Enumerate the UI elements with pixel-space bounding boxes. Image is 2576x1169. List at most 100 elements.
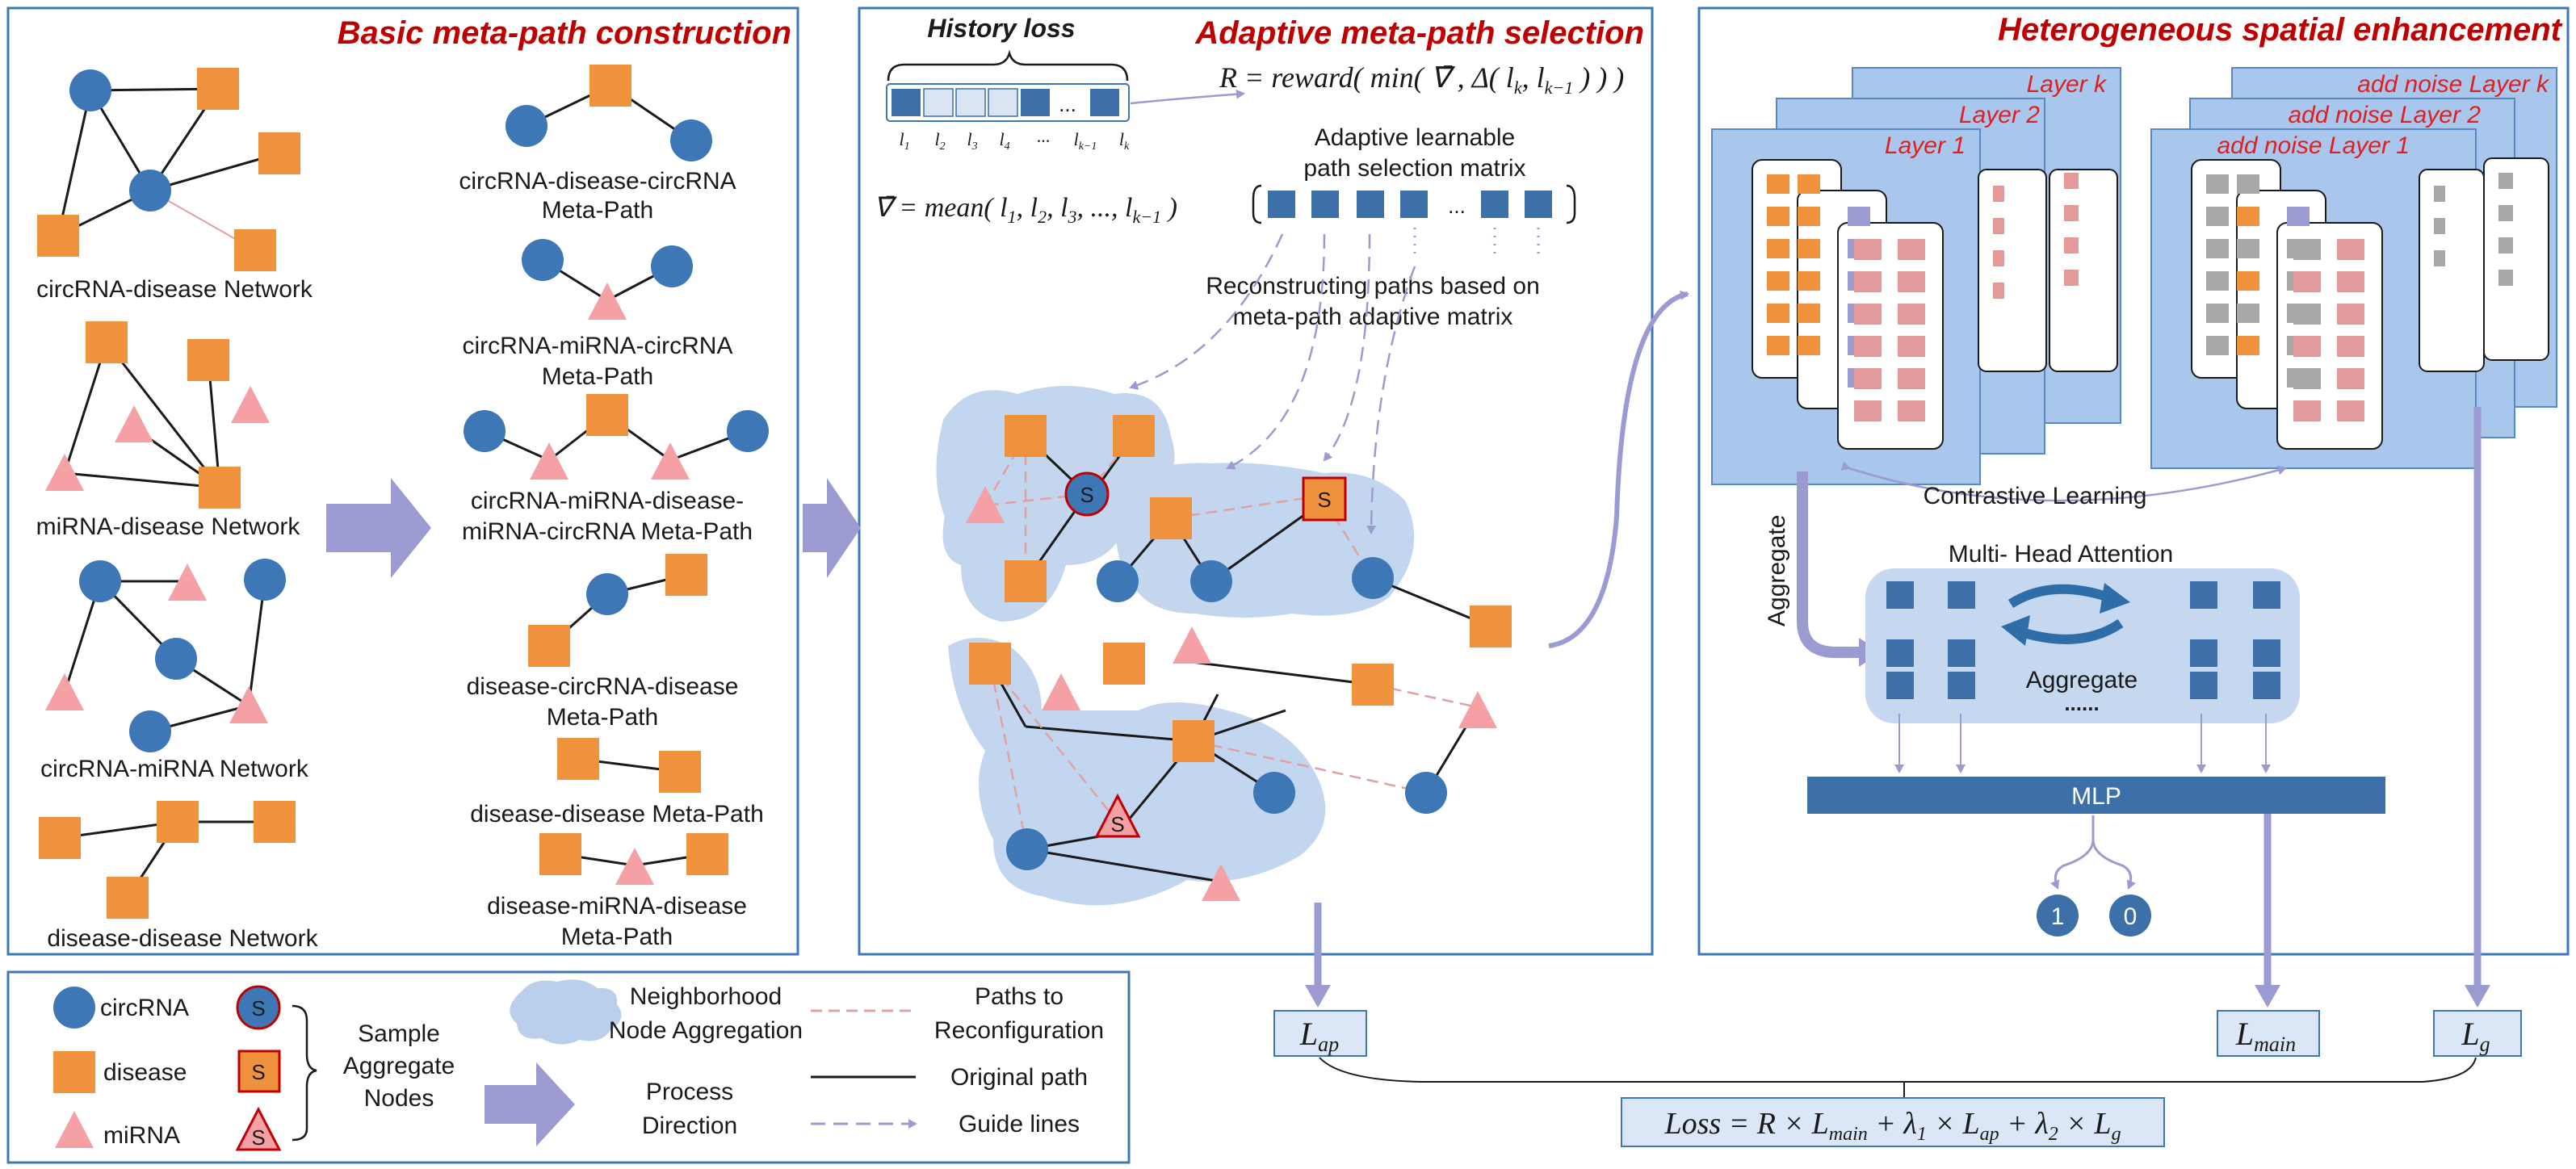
legend-disease-label: disease [103,1059,187,1086]
svg-text:l4: l4 [999,129,1009,153]
loss-brace [1319,1057,2477,1083]
embedding-cell [1798,207,1820,226]
embedding-cell [1767,304,1789,323]
embedding-cell [2237,304,2259,323]
embedding-cell [1798,174,1820,194]
embedding-cells [1767,174,1925,421]
metapath-label: Meta-Path [547,704,658,731]
legend-sample-disease [237,1050,281,1093]
legend-original: Original path [950,1064,1088,1091]
embedding-cell [1798,304,1820,323]
disease-node [107,877,149,919]
embedding-cell [1854,304,1882,325]
legend-process: Direction [642,1112,737,1139]
attention-head-cell [2253,672,2280,699]
metapath-label: circRNA-miRNA-circRNA [463,333,733,359]
lmain-arrowhead [2255,985,2280,1008]
network-circrna-disease-nodes [37,68,300,271]
circrna-node [69,69,111,111]
embedding-cell [2206,271,2229,291]
attention-head-cell [2253,639,2280,667]
embedding-cell [1898,239,1925,260]
network-mirna-disease-nodes [45,321,270,509]
contrastive-label: Contrastive Learning [1924,483,2147,509]
legend-neighborhood: Neighborhood [630,983,782,1010]
network-label: miRNA-disease Network [36,513,301,540]
embedding-cell [1854,336,1882,357]
metapath-cmc [522,239,693,320]
sample-label: S [1080,483,1093,507]
reconstruct-label: Reconstructing paths based on [1206,273,1540,300]
history-arrow [1130,89,1245,105]
embedding-cell [2206,304,2229,323]
panel-adaptive-title: Adaptive meta-path selection [1194,15,1644,51]
lmain-box [2217,1010,2320,1057]
mirna-node [168,564,207,601]
aggregate-vertical-label: Aggregate [1764,515,1790,626]
reconstruct-label: meta-path adaptive matrix [1233,304,1513,330]
output-node [2037,895,2079,936]
legend-mirna-label: miRNA [103,1122,180,1149]
attention-head-cell [2190,581,2217,609]
legend-border [6,970,1131,1164]
embedding-cell [1854,368,1882,389]
metapath-dd [557,738,701,793]
matrix-label: Adaptive learnable [1315,124,1516,151]
metapath-cmdmc [464,394,769,480]
paths-to-reconfiguration [984,435,1479,850]
process-arrow [326,478,431,578]
path-selection-matrix [1252,184,1576,260]
network-circrna-mirna-nodes [45,559,286,752]
attention-head-cell [1886,672,1914,699]
attention-head-cell [1948,639,1975,667]
legend-neighborhood: Node Aggregation [609,1017,803,1044]
noise-layer-label: add noise Layer 2 [2288,102,2481,128]
history-brace [887,49,1129,82]
embedding-cell [1848,207,1870,226]
disease-node [254,801,296,843]
total-loss-box [1621,1097,2165,1147]
embedding-cell [2237,207,2259,226]
mha-dots: ...... [2064,691,2099,715]
aggregate-arrow [1797,471,1865,658]
mirna-node [229,686,268,723]
legend-process: Process [646,1079,733,1105]
metapath-cdc [506,65,712,161]
embedding-cell [1767,239,1789,258]
noise-layer-label: add noise Layer 1 [2217,132,2410,159]
svg-text:R = reward( min( ∇̄ , Δ( lk, l: R = reward( min( ∇̄ , Δ( lk, lk−1 ) ) ) [1219,61,1624,98]
lap-arrowhead [1305,985,1331,1008]
attention-head-cell [1948,581,1975,609]
mha-aggregate-label: Aggregate [2026,667,2138,693]
sample-label: S [1317,488,1331,512]
attention-head-cell [2253,581,2280,609]
embedding-cell [1767,271,1789,291]
legend-circrna-icon [53,987,95,1029]
circrna-node [129,170,171,212]
circrna-node [129,710,171,752]
aggregate-cycle-icon [2001,583,2130,646]
legend-process-icon [485,1062,575,1146]
attention-head-cell [1948,672,1975,699]
sample-disease-node [1302,476,1347,522]
attention-head-cell [2190,672,2217,699]
disease-node [187,339,229,381]
lap-box [1273,1010,1367,1057]
mlp-branch [2050,815,2136,890]
flow-arrow [1548,290,1689,648]
total-loss-formula: Loss = R × Lmain + λ1 × Lap + λ2 × Lg [1663,1107,2121,1145]
svg-text:lk−1: lk−1 [1074,129,1097,153]
metapath-label: disease-disease Meta-Path [470,801,764,828]
embedding-cell [2293,239,2321,260]
embedding-cell [2337,239,2364,260]
network-label: circRNA-miRNA Network [40,756,309,782]
mirna-node [231,386,270,423]
embedding-cell [2237,271,2259,291]
svg-text:lk: lk [1119,129,1130,153]
attention-head-cell [2190,639,2217,667]
embedding-cell [2206,174,2229,194]
metapath-dcd [528,554,707,667]
disease-node [234,229,276,271]
mean-formula: ∇̄ = mean( l1, l2, l3, ..., lk−1 ) [874,193,1177,227]
